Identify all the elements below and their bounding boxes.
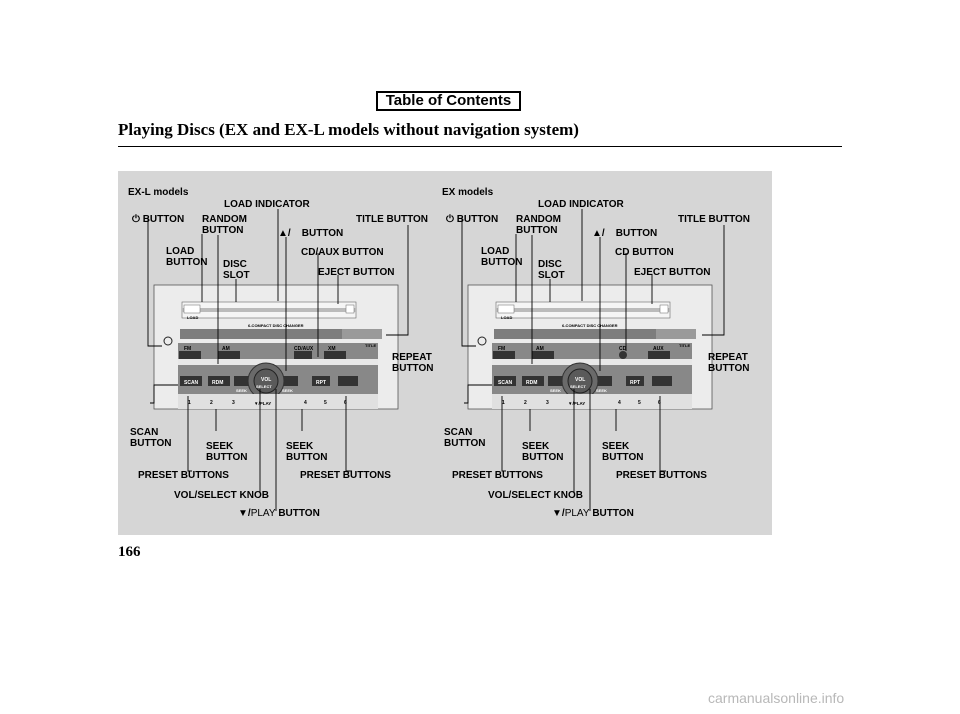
ex-random-button-label: RANDOM BUTTON <box>516 214 561 236</box>
exl-radio-am[interactable]: AM <box>222 346 230 352</box>
exl-preset-buttons-right-label: PRESET BUTTONS <box>300 470 391 481</box>
exl-radio-preset-2[interactable]: 2 <box>210 400 213 406</box>
ex-radio-cd[interactable]: CD <box>619 346 627 352</box>
exl-radio-preset-4[interactable]: 4 <box>304 400 307 406</box>
table-of-contents-link[interactable]: Table of Contents <box>376 91 521 111</box>
watermark: carmanualsonline.info <box>708 690 845 706</box>
ex-radio-aux[interactable]: AUX <box>653 346 664 352</box>
ex-radio-seek-right[interactable]: SEEK <box>596 388 607 393</box>
ex-radio-rpt[interactable]: RPT <box>630 380 640 386</box>
ex-play-button-label: ▼/PLAY BUTTON <box>552 508 634 519</box>
ex-radio-rdm[interactable]: RDM <box>526 380 538 386</box>
exl-load-indicator-label: LOAD INDICATOR <box>224 199 310 210</box>
ex-eject-up-button-label: ▲/ BUTTON <box>592 228 658 239</box>
ex-radio-preset-6[interactable]: 6 <box>658 400 661 406</box>
ex-radio-vol[interactable]: VOL <box>575 377 586 383</box>
ex-load-indicator-label: LOAD INDICATOR <box>538 199 624 210</box>
exl-radio-preset-6[interactable]: 6 <box>344 400 347 406</box>
exl-radio-rpt[interactable]: RPT <box>316 380 326 386</box>
ex-scan-button-label: SCAN BUTTON <box>444 427 486 449</box>
exl-eject-button-label: EJECT BUTTON <box>318 267 395 278</box>
audio-system-figure: LOAD 6-COMPACT DISC CHANGER TITLE FM AM … <box>118 171 772 535</box>
ex-radio-preset-2[interactable]: 2 <box>524 400 527 406</box>
exl-radio-play[interactable]: ▼/PLAY <box>254 401 272 406</box>
exl-leader-lines <box>147 209 409 511</box>
ex-radio-play[interactable]: ▼/PLAY <box>568 401 586 406</box>
exl-radio-xm[interactable]: XM <box>328 346 336 352</box>
exl-radio-load-text: LOAD <box>187 315 199 320</box>
exl-radio-select[interactable]: SELECT <box>256 384 272 389</box>
ex-radio-preset-4[interactable]: 4 <box>618 400 621 406</box>
ex-disc-slot-label: DISC SLOT <box>538 259 565 281</box>
exl-radio-unit <box>153 284 399 410</box>
exl-eject-up-button-label: ▲/ BUTTON <box>278 228 344 239</box>
exl-radio-preset-5[interactable]: 5 <box>324 400 327 406</box>
exl-play-button-label: ▼/PLAY BUTTON <box>238 508 320 519</box>
exl-radio-scan[interactable]: SCAN <box>184 380 199 386</box>
ex-radio-unit <box>467 284 713 410</box>
page-number: 166 <box>118 544 141 560</box>
ex-radio-fm[interactable]: FM <box>498 346 506 352</box>
heading-rule <box>118 146 842 147</box>
exl-cd-aux-button-label: CD/AUX BUTTON <box>301 247 384 258</box>
exl-radio-seek-left[interactable]: SEEK <box>236 388 247 393</box>
ex-eject-button-label: EJECT BUTTON <box>634 267 711 278</box>
ex-title-button-label: TITLE BUTTON <box>678 214 751 225</box>
exl-load-button-label: LOAD BUTTON <box>166 246 208 268</box>
exl-model-label: EX-L models <box>128 187 189 198</box>
exl-title-button-label: TITLE BUTTON <box>356 214 429 225</box>
exl-seek-button-right-label: SEEK BUTTON <box>286 441 328 463</box>
ex-radio-preset-1[interactable]: 1 <box>502 400 505 406</box>
exl-power-icon: ⏻ <box>132 214 143 225</box>
ex-power-icon: ⏻ <box>446 214 457 225</box>
exl-radio-changer-text: 6-COMPACT DISC CHANGER <box>248 323 304 328</box>
ex-radio-preset-3[interactable]: 3 <box>546 400 549 406</box>
ex-radio-changer-text: 6-COMPACT DISC CHANGER <box>562 323 618 328</box>
ex-radio-title-text: TITLE <box>679 343 691 348</box>
ex-vol-select-knob-label: VOL/SELECT KNOB <box>488 490 584 501</box>
ex-radio-select[interactable]: SELECT <box>570 384 586 389</box>
ex-seek-button-left-label: SEEK BUTTON <box>522 441 564 463</box>
exl-preset-buttons-left-label: PRESET BUTTONS <box>138 470 229 481</box>
page-heading: Playing Discs (EX and EX-L models withou… <box>118 120 579 139</box>
exl-random-button-label: RANDOM BUTTON <box>202 214 247 236</box>
exl-radio-vol[interactable]: VOL <box>261 377 272 383</box>
ex-power-button-label: ⏻ BUTTON <box>446 214 499 225</box>
ex-leader-lines <box>461 209 725 511</box>
exl-radio-fm[interactable]: FM <box>184 346 192 352</box>
ex-radio-am[interactable]: AM <box>536 346 544 352</box>
ex-seek-button-right-label: SEEK BUTTON <box>602 441 644 463</box>
exl-vol-select-knob-label: VOL/SELECT KNOB <box>174 490 270 501</box>
ex-repeat-button-label: REPEAT BUTTON <box>708 352 750 374</box>
exl-radio-preset-3[interactable]: 3 <box>232 400 235 406</box>
exl-radio-preset-1[interactable]: 1 <box>188 400 191 406</box>
ex-model-label: EX models <box>442 187 494 198</box>
figure-drawing <box>147 209 725 511</box>
exl-repeat-button-label: REPEAT BUTTON <box>392 352 434 374</box>
ex-cd-button-label: CD BUTTON <box>615 247 674 258</box>
ex-radio-preset-5[interactable]: 5 <box>638 400 641 406</box>
ex-radio-load-text: LOAD <box>501 315 513 320</box>
ex-radio-seek-left[interactable]: SEEK <box>550 388 561 393</box>
exl-radio-seek-right[interactable]: SEEK <box>282 388 293 393</box>
exl-radio-rdm[interactable]: RDM <box>212 380 224 386</box>
exl-radio-cdaux[interactable]: CD/AUX <box>294 346 314 352</box>
ex-radio-scan[interactable]: SCAN <box>498 380 513 386</box>
ex-preset-buttons-left-label: PRESET BUTTONS <box>452 470 543 481</box>
exl-seek-button-left-label: SEEK BUTTON <box>206 441 248 463</box>
ex-preset-buttons-right-label: PRESET BUTTONS <box>616 470 707 481</box>
exl-disc-slot-label: DISC SLOT <box>223 259 250 281</box>
exl-scan-button-label: SCAN BUTTON <box>130 427 172 449</box>
exl-power-button-label: ⏻ BUTTON <box>132 214 185 225</box>
exl-radio-title-text: TITLE <box>365 343 377 348</box>
ex-load-button-label: LOAD BUTTON <box>481 246 523 268</box>
